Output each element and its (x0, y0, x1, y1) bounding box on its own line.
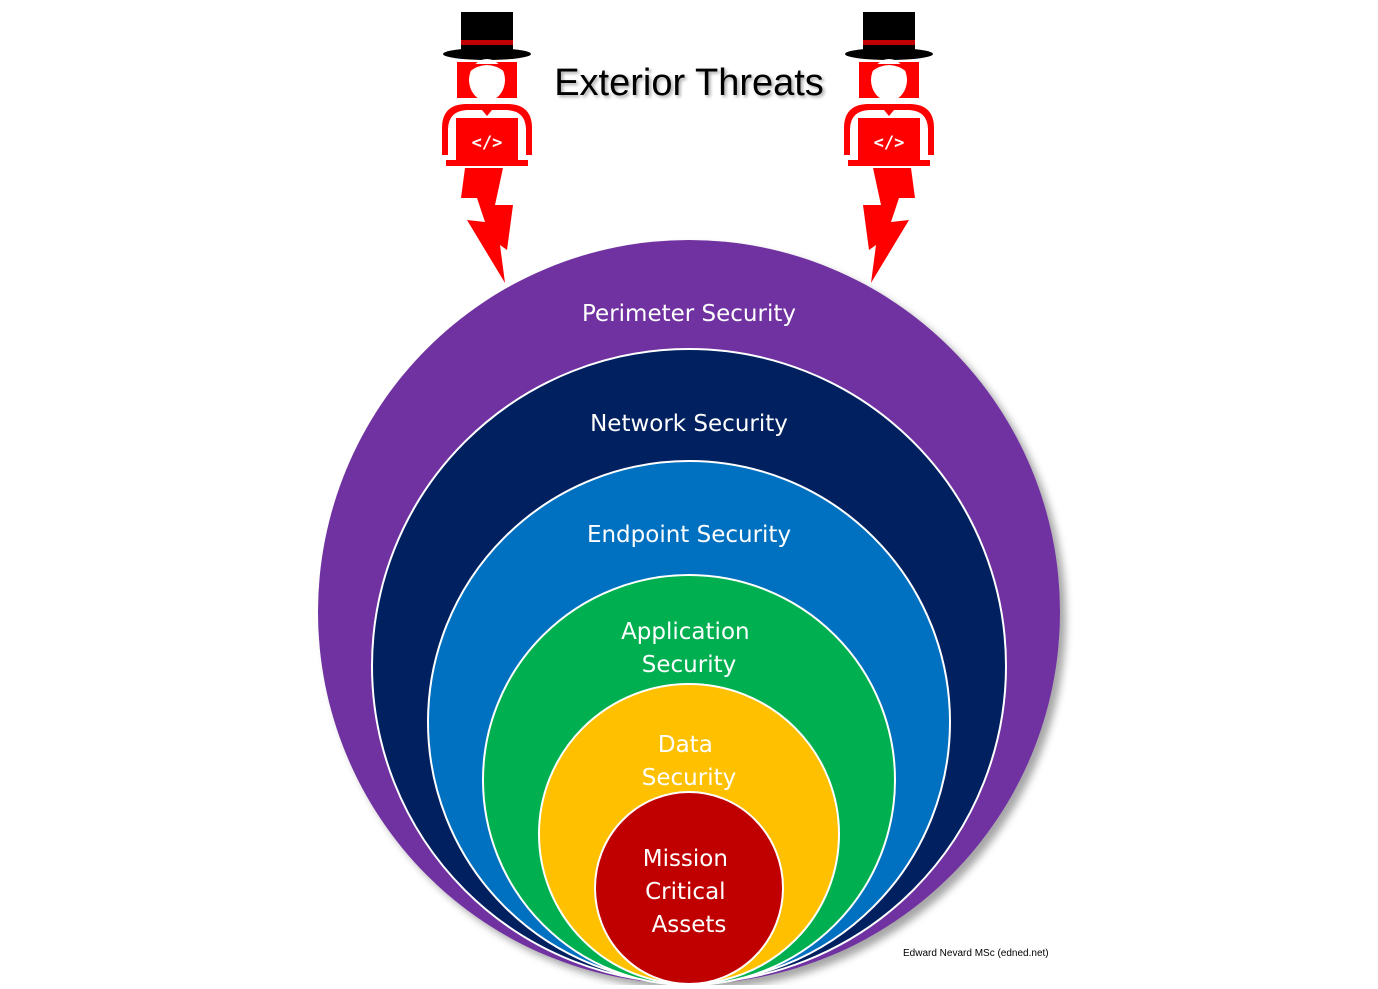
mission-critical-core (594, 791, 784, 985)
svg-text:</>: </> (472, 133, 503, 153)
core-label: Mission Critical Assets (643, 846, 736, 938)
perimeter-label: Perimeter Security (582, 301, 796, 327)
endpoint-label: Endpoint Security (587, 522, 791, 548)
svg-text:</>: </> (874, 133, 905, 153)
hacker-left-icon: </> (442, 12, 532, 283)
page-title: Exterior Threats (554, 62, 824, 104)
hacker-right-icon: </> (844, 12, 934, 283)
data-label: Data Security (642, 732, 736, 791)
application-label: Application Security (621, 619, 757, 678)
author-credit: Edward Nevard MSc (edned.net) (903, 948, 1049, 959)
network-label: Network Security (590, 411, 788, 437)
